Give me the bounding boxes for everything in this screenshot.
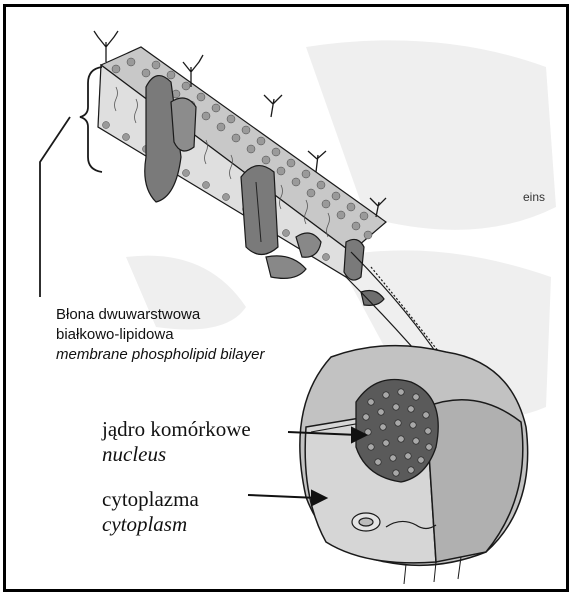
protein-left-secondary bbox=[171, 98, 196, 151]
background-fragment-text: eins bbox=[523, 190, 545, 204]
nucleus-label-polish: jądro komórkowe bbox=[102, 417, 302, 442]
nucleus-label-english: nucleus bbox=[102, 442, 302, 467]
membrane-label: Błona dwuwarstwowa białkowo-lipidowa mem… bbox=[56, 305, 386, 365]
membrane-label-english: membrane phospholipid bilayer bbox=[56, 345, 386, 365]
diagram-frame: eins Błona dwuwarstwowa białkowo-lipidow… bbox=[3, 4, 569, 592]
cytoplasm-label-polish: cytoplazma bbox=[102, 487, 262, 512]
cell-cut-face-right bbox=[426, 400, 523, 562]
protein-channel bbox=[241, 166, 278, 255]
protein-peripheral-2 bbox=[266, 256, 306, 279]
membrane-leader-line bbox=[40, 117, 70, 297]
protein-right-edge bbox=[344, 239, 364, 280]
membrane-bracket bbox=[40, 67, 102, 297]
nucleus-label: jądro komórkowe nucleus bbox=[102, 417, 302, 467]
cytoplasm-label: cytoplazma cytoplasm bbox=[102, 487, 262, 537]
cytoplasm-label-english: cytoplasm bbox=[102, 512, 262, 537]
membrane-label-line1: Błona dwuwarstwowa bbox=[56, 305, 386, 325]
membrane-label-line2: białkowo-lipidowa bbox=[56, 325, 386, 345]
nucleus bbox=[356, 380, 438, 483]
cell-membrane-diagram bbox=[6, 7, 566, 589]
